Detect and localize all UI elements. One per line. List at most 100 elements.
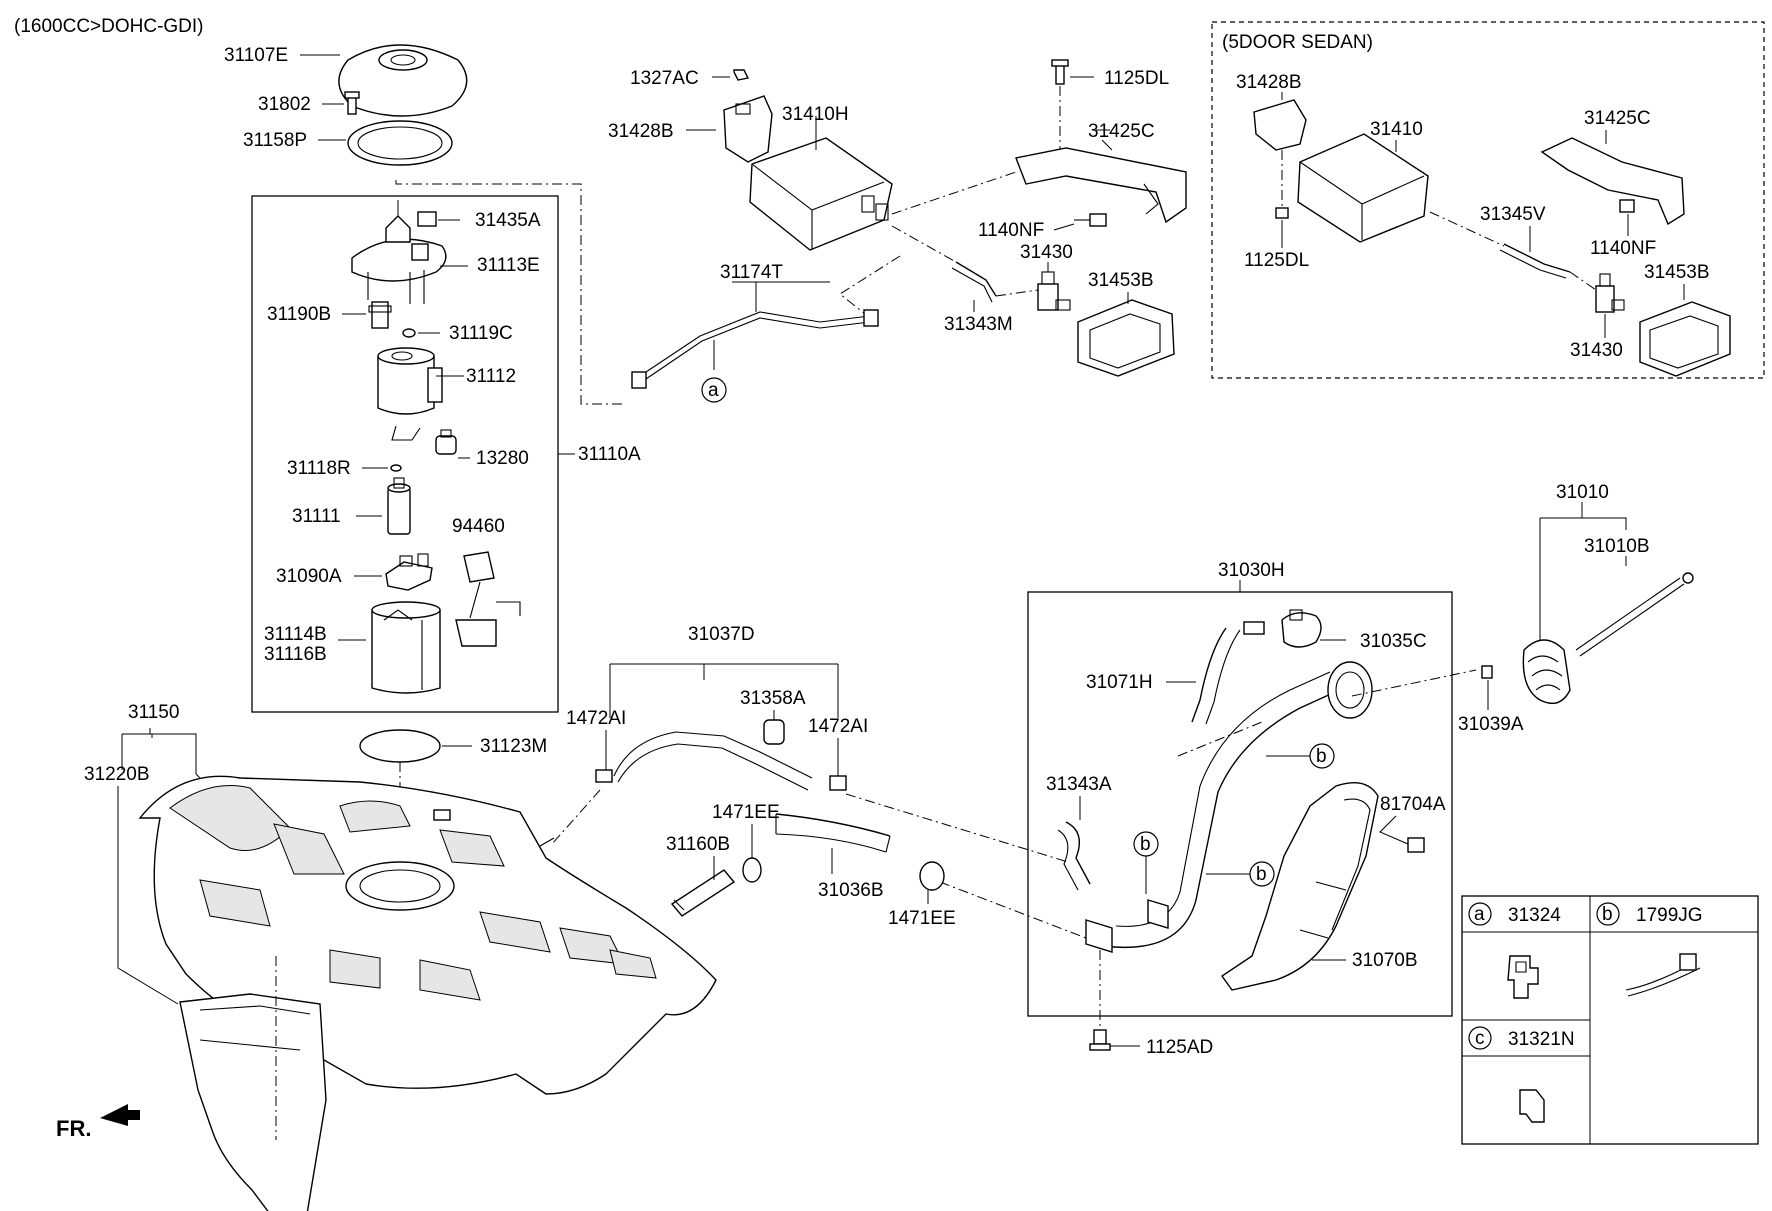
label-31435a: 31435A (475, 210, 541, 231)
clip-31321n-icon (1519, 1089, 1545, 1123)
part-31435a-connector (417, 211, 437, 227)
label-31119c: 31119C (449, 323, 513, 344)
part-1471ee-clamp-top (742, 857, 762, 883)
marker-b-upper (1309, 743, 1335, 769)
label-sedan-31410: 31410 (1370, 119, 1423, 140)
label-31430: 31430 (1020, 242, 1073, 263)
marker-b-middle (1249, 861, 1275, 887)
label-sedan-31430: 31430 (1570, 340, 1623, 361)
label-31114b: 31114B (264, 624, 327, 645)
label-31158p: 31158P (243, 130, 307, 151)
label-31343m: 31343M (944, 314, 1013, 335)
sedan-part-31453b-filter (1639, 301, 1731, 377)
part-94460-level-sender (455, 551, 521, 647)
part-31030h-filler-neck (1085, 661, 1373, 953)
part-31070b-protector (1221, 782, 1379, 991)
label-31160b: 31160B (666, 834, 730, 855)
label-31036b: 31036B (818, 880, 884, 901)
legend-marker-b (1596, 902, 1620, 926)
label-1125dl: 1125DL (1104, 68, 1169, 89)
label-1471ee-bottom: 1471EE (888, 908, 956, 929)
label-31035c: 31035C (1360, 631, 1427, 652)
label-31010b: 31010B (1584, 536, 1650, 557)
part-31107e-cover (338, 44, 468, 117)
label-31107e: 31107E (224, 45, 288, 66)
legend-a-part: 31324 (1508, 905, 1561, 926)
label-31116b: 31116B (264, 644, 327, 665)
part-1327ac-nut (733, 69, 750, 81)
engine-note: (1600CC>DOHC-GDI) (14, 16, 204, 37)
part-31430-valve (1037, 271, 1071, 311)
label-31090a: 31090A (276, 566, 342, 587)
label-31410h: 31410H (782, 104, 849, 125)
label-sedan-1125dl: 1125DL (1244, 250, 1309, 271)
legend-marker-a (1468, 902, 1492, 926)
part-31010-fuel-door (1522, 639, 1571, 704)
marker-a (701, 377, 727, 403)
legend-table: a 31324 b 1799JG c 31321N (1461, 895, 1759, 1145)
label-94460: 94460 (452, 516, 505, 537)
part-1472ai-clip-right (829, 775, 847, 791)
sedan-part-1140nf-bolt (1619, 199, 1635, 213)
label-31150: 31150 (128, 702, 179, 723)
part-31343a-hose (1057, 821, 1091, 891)
label-31453b: 31453B (1088, 270, 1154, 291)
part-1140nf-bolt (1074, 213, 1107, 227)
legend-marker-c (1468, 1026, 1492, 1050)
label-31037d: 31037D (688, 624, 755, 645)
label-31190b: 31190B (267, 304, 331, 325)
part-31036b-hose (775, 813, 891, 853)
label-31112: 31112 (466, 366, 516, 387)
part-31111-pump-motor (387, 477, 411, 535)
label-31174t: 31174T (720, 262, 783, 283)
label-31358a: 31358A (740, 688, 806, 709)
front-arrow-icon (100, 1104, 140, 1126)
part-31190b-fitting (368, 301, 392, 329)
marker-b-middle-label: b (1256, 864, 1267, 885)
part-31090a-bracket (385, 553, 433, 591)
label-1472ai-left: 1472AI (566, 708, 626, 729)
legend-marker-c-label: c (1475, 1028, 1485, 1049)
label-31118r: 31118R (287, 458, 351, 479)
label-31802: 31802 (258, 94, 311, 115)
part-31123m-seal (359, 729, 441, 763)
label-31010: 31010 (1556, 482, 1609, 503)
part-31118r-oring (390, 464, 402, 472)
label-sedan-31425c: 31425C (1584, 108, 1651, 129)
marker-b-lower-label: b (1140, 834, 1151, 855)
sedan-part-1125dl-bolt (1275, 207, 1289, 219)
part-31453b-filter (1077, 299, 1175, 377)
label-31111: 31111 (292, 506, 341, 527)
label-31428b: 31428B (608, 121, 674, 142)
label-1471ee-top: 1471EE (712, 802, 780, 823)
part-31160b-tube (670, 869, 736, 917)
sedan-part-31345v-hose (1499, 243, 1571, 279)
part-31119c-oring (402, 328, 416, 338)
part-13280-regulator (435, 429, 457, 455)
legend-marker-a-label: a (1474, 904, 1485, 925)
part-1471ee-clamp-bottom (919, 861, 945, 891)
part-31174t-vapor-line (631, 309, 879, 389)
sedan-box-title: (5DOOR SEDAN) (1222, 32, 1373, 53)
clip-31324-icon (1507, 955, 1539, 999)
legend-b-part: 1799JG (1636, 905, 1703, 926)
sedan-part-31410-canister (1297, 133, 1429, 243)
part-31358a-grommet (763, 719, 785, 745)
part-31158p-gasket (347, 120, 453, 166)
legend-marker-b-label: b (1602, 904, 1613, 925)
label-31030h: 31030H (1218, 560, 1285, 581)
label-1140nf: 1140NF (978, 220, 1044, 241)
band-clamp-1799jg-icon (1625, 953, 1701, 997)
sedan-variant-box (1211, 21, 1765, 379)
label-1472ai-right: 1472AI (808, 716, 868, 737)
part-31220b-heat-shield (179, 993, 327, 1211)
part-31114b-reservoir (371, 601, 441, 694)
part-31037d-vent-hose (613, 731, 813, 791)
label-31123m: 31123M (480, 736, 547, 757)
part-31039a-screw (1481, 665, 1493, 679)
label-31039a: 31039A (1458, 714, 1524, 735)
part-1125dl-bolt (1051, 59, 1069, 85)
part-31112-filter (377, 347, 443, 441)
label-sedan-31345v: 31345V (1480, 204, 1546, 225)
